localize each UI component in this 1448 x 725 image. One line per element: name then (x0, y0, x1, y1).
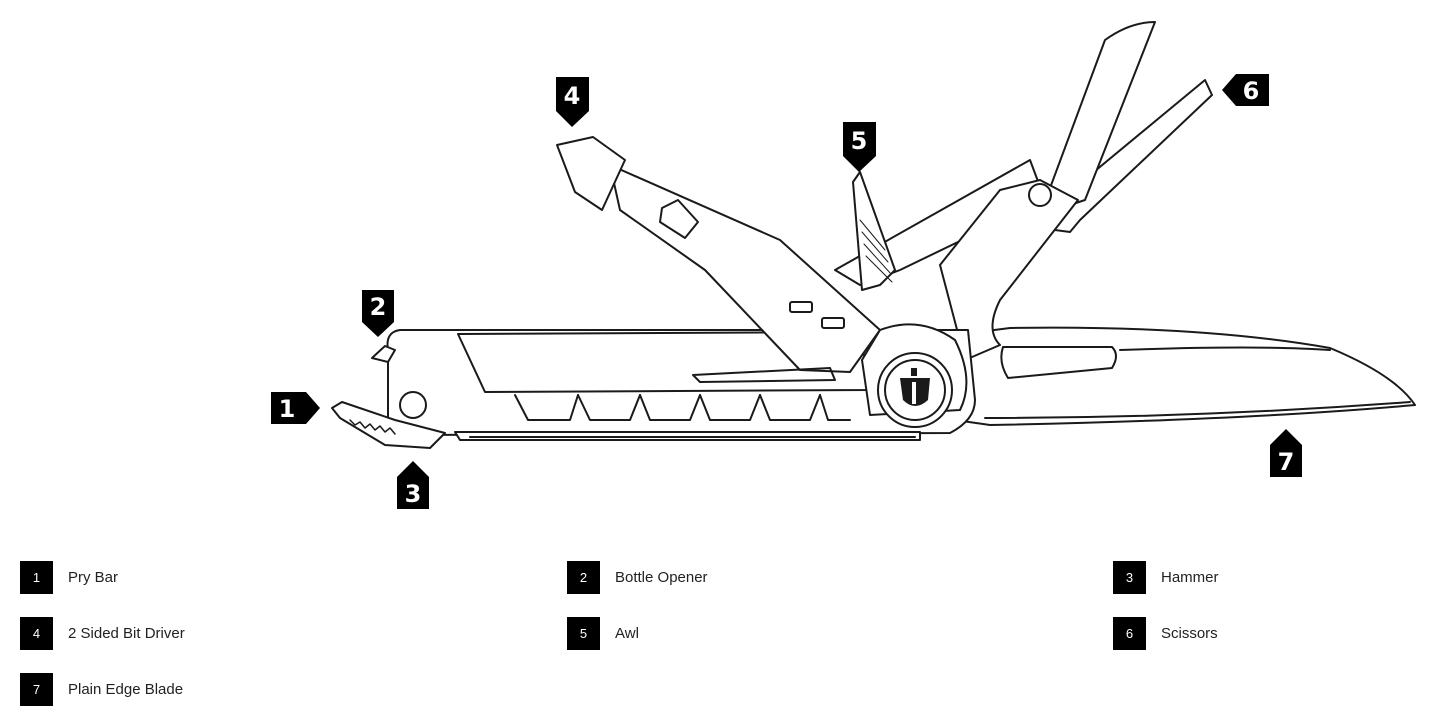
bit-driver-shank (556, 136, 626, 211)
callout-tag-1: 1 (271, 392, 320, 424)
legend-label: 2 Sided Bit Driver (68, 624, 185, 642)
legend-number-badge: 4 (20, 616, 53, 650)
legend-label: Plain Edge Blade (68, 680, 184, 698)
legend-item-scissors: 6 Scissors (1113, 616, 1218, 650)
scissors-pivot (1028, 183, 1052, 207)
blade-edge-line (984, 401, 1411, 419)
callout-tag-4: 4 (556, 77, 589, 127)
blade-clip-line (692, 367, 836, 383)
callout-number-5: 5 (851, 127, 868, 155)
legend-number-badge: 6 (1113, 616, 1146, 650)
legend-number-badge: 7 (20, 672, 53, 706)
callout-number-6: 6 (1243, 77, 1260, 105)
callout-tag-2: 2 (362, 290, 394, 337)
parts-legend: 1 Pry Bar 2 Bottle Opener 3 Hammer 4 2 S… (0, 555, 1448, 725)
legend-item-bottle-opener: 2 Bottle Opener (567, 560, 708, 594)
callout-number-2: 2 (370, 293, 387, 321)
bit-driver-slot-2 (821, 317, 845, 329)
legend-label: Bottle Opener (615, 568, 708, 586)
legend-number-badge: 3 (1113, 560, 1146, 594)
legend-item-plain-edge-blade: 7 Plain Edge Blade (20, 672, 183, 706)
scissors-upper-arm (939, 179, 1079, 361)
legend-item-awl: 5 Awl (567, 616, 639, 650)
bit-driver-slot-1 (789, 301, 813, 313)
lanyard-hole (399, 391, 427, 419)
callout-number-7: 7 (1278, 448, 1295, 476)
bit-driver-window (659, 199, 699, 239)
legend-number-badge: 2 (567, 560, 600, 594)
callout-number-4: 4 (564, 82, 581, 110)
legend-number-badge: 1 (20, 560, 53, 594)
callout-number-1: 1 (279, 395, 296, 423)
gerber-logo-icon (900, 368, 930, 406)
callout-tag-7: 7 (1270, 429, 1302, 477)
callout-tag-6: 6 (1222, 74, 1269, 106)
bottle-opener-shape (371, 345, 396, 363)
legend-item-hammer: 3 Hammer (1113, 560, 1219, 594)
blade-nail-nick (1000, 346, 1117, 379)
awl-hatch (859, 219, 893, 283)
legend-label: Awl (615, 624, 639, 642)
callout-number-3: 3 (405, 480, 422, 508)
pry-bar-shape (331, 401, 446, 449)
grip-facets (514, 394, 851, 421)
legend-label: Scissors (1161, 624, 1218, 642)
multitool-illustration: 1 2 3 4 5 6 7 (271, 21, 1416, 509)
scissors-upper-blade (1039, 21, 1156, 216)
legend-item-pry-bar: 1 Pry Bar (20, 560, 118, 594)
callout-tag-3: 3 (397, 461, 429, 509)
callout-tag-5: 5 (843, 122, 876, 172)
legend-number-badge: 5 (567, 616, 600, 650)
blade-bevel-line (1119, 346, 1331, 351)
legend-label: Pry Bar (68, 568, 119, 586)
legend-label: Hammer (1161, 568, 1219, 586)
hammer-teeth (349, 419, 396, 435)
legend-item-bit-driver: 4 2 Sided Bit Driver (20, 616, 185, 650)
